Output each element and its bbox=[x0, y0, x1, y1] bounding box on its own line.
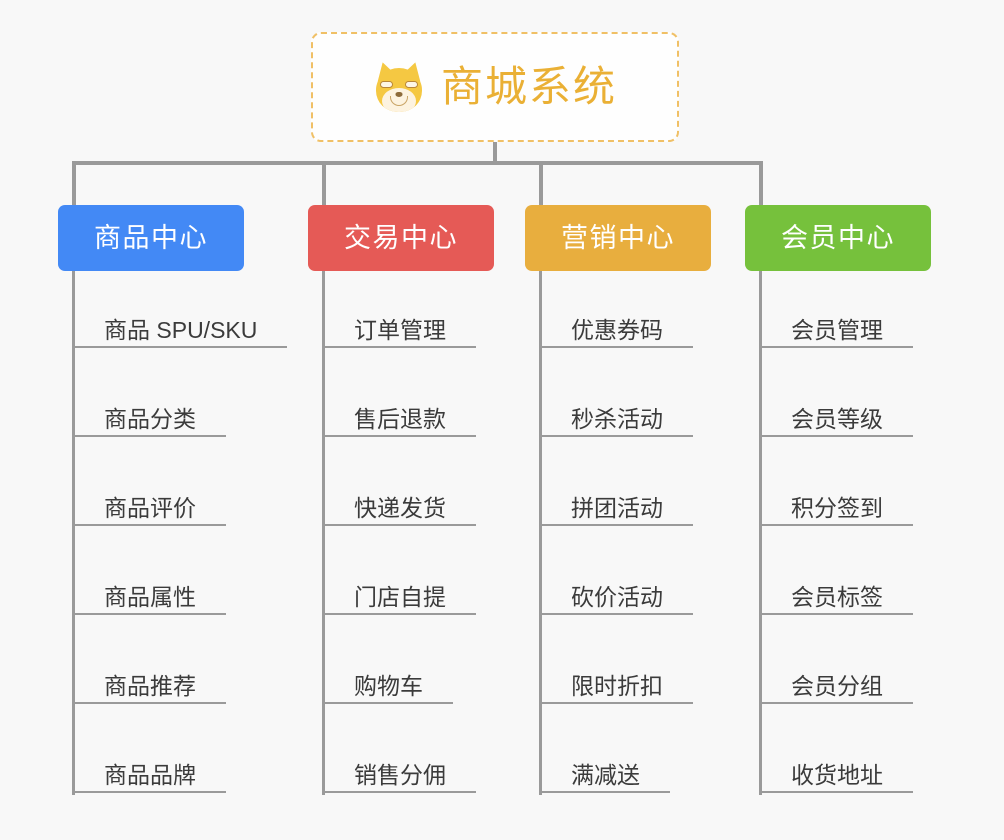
leaf-item-label: 收货地址 bbox=[791, 762, 883, 788]
leaf-item-label: 商品属性 bbox=[104, 584, 196, 610]
category-spine-line bbox=[539, 271, 542, 795]
category-drop-line-4 bbox=[759, 161, 763, 205]
leaf-item-underline bbox=[72, 613, 226, 615]
leaf-item-label: 商品推荐 bbox=[104, 673, 196, 699]
leaf-item-label: 门店自提 bbox=[354, 584, 446, 610]
category-label: 商品中心 bbox=[94, 222, 208, 253]
leaf-item-underline bbox=[539, 524, 693, 526]
root-node[interactable]: 商城系统 bbox=[311, 32, 679, 142]
dog-eye-right-icon bbox=[404, 81, 418, 88]
leaf-item-label: 会员标签 bbox=[791, 584, 883, 610]
leaf-item-underline bbox=[322, 702, 453, 704]
leaf-item-underline bbox=[759, 791, 913, 793]
category-node-marketing-center[interactable]: 营销中心 bbox=[525, 205, 711, 271]
leaf-item-underline bbox=[72, 791, 226, 793]
leaf-item-underline bbox=[539, 346, 693, 348]
leaf-item-label: 商品品牌 bbox=[104, 762, 196, 788]
category-spine-line bbox=[72, 271, 75, 795]
category-node-trade-center[interactable]: 交易中心 bbox=[308, 205, 494, 271]
leaf-item-label: 优惠券码 bbox=[571, 317, 663, 343]
category-label: 营销中心 bbox=[561, 222, 675, 253]
leaf-item-label: 售后退款 bbox=[354, 406, 446, 432]
leaf-item-underline bbox=[322, 791, 476, 793]
leaf-item-underline bbox=[539, 613, 693, 615]
leaf-item-underline bbox=[539, 702, 693, 704]
leaf-item-underline bbox=[539, 791, 670, 793]
leaf-item-underline bbox=[322, 524, 476, 526]
leaf-item-underline bbox=[759, 435, 913, 437]
leaf-item-underline bbox=[72, 524, 226, 526]
category-node-member-center[interactable]: 会员中心 bbox=[745, 205, 931, 271]
leaf-item-underline bbox=[759, 613, 913, 615]
leaf-item-label: 会员管理 bbox=[791, 317, 883, 343]
leaf-item-label: 商品分类 bbox=[104, 406, 196, 432]
leaf-item-underline bbox=[72, 435, 226, 437]
dog-nose-icon bbox=[395, 92, 403, 97]
horizontal-bus-line bbox=[72, 161, 763, 165]
category-drop-line-2 bbox=[322, 161, 326, 205]
category-label: 会员中心 bbox=[781, 222, 895, 253]
leaf-item-underline bbox=[72, 346, 287, 348]
leaf-item-label: 秒杀活动 bbox=[571, 406, 663, 432]
category-node-product-center[interactable]: 商品中心 bbox=[58, 205, 244, 271]
shiba-inu-dog-icon bbox=[373, 59, 425, 113]
category-spine-line bbox=[322, 271, 325, 795]
leaf-item-underline bbox=[322, 346, 476, 348]
leaf-item-label: 会员分组 bbox=[791, 673, 883, 699]
category-drop-line-3 bbox=[539, 161, 543, 205]
leaf-item-label: 会员等级 bbox=[791, 406, 883, 432]
leaf-item-label: 订单管理 bbox=[354, 317, 446, 343]
leaf-item-label: 快递发货 bbox=[354, 495, 446, 521]
leaf-item-underline bbox=[72, 702, 226, 704]
leaf-item-label: 砍价活动 bbox=[571, 584, 663, 610]
dog-head-icon bbox=[375, 68, 422, 112]
root-title: 商城系统 bbox=[440, 63, 617, 110]
leaf-item-underline bbox=[322, 613, 476, 615]
leaf-item-label: 商品 SPU/SKU bbox=[104, 317, 258, 343]
leaf-item-label: 商品评价 bbox=[104, 495, 196, 521]
root-stem-line bbox=[493, 142, 497, 163]
dog-eye-left-icon bbox=[379, 81, 393, 88]
leaf-item-underline bbox=[759, 702, 913, 704]
leaf-item-underline bbox=[759, 524, 913, 526]
leaf-item-label: 限时折扣 bbox=[571, 673, 663, 699]
category-spine-line bbox=[759, 271, 762, 795]
leaf-item-label: 拼团活动 bbox=[571, 495, 663, 521]
leaf-item-label: 满减送 bbox=[571, 762, 640, 788]
leaf-item-underline bbox=[759, 346, 913, 348]
leaf-item-label: 销售分佣 bbox=[354, 762, 446, 788]
category-label: 交易中心 bbox=[344, 222, 458, 253]
leaf-item-underline bbox=[322, 435, 476, 437]
category-drop-line-1 bbox=[72, 161, 76, 205]
leaf-item-label: 积分签到 bbox=[791, 495, 883, 521]
leaf-item-underline bbox=[539, 435, 693, 437]
leaf-item-label: 购物车 bbox=[354, 673, 423, 699]
